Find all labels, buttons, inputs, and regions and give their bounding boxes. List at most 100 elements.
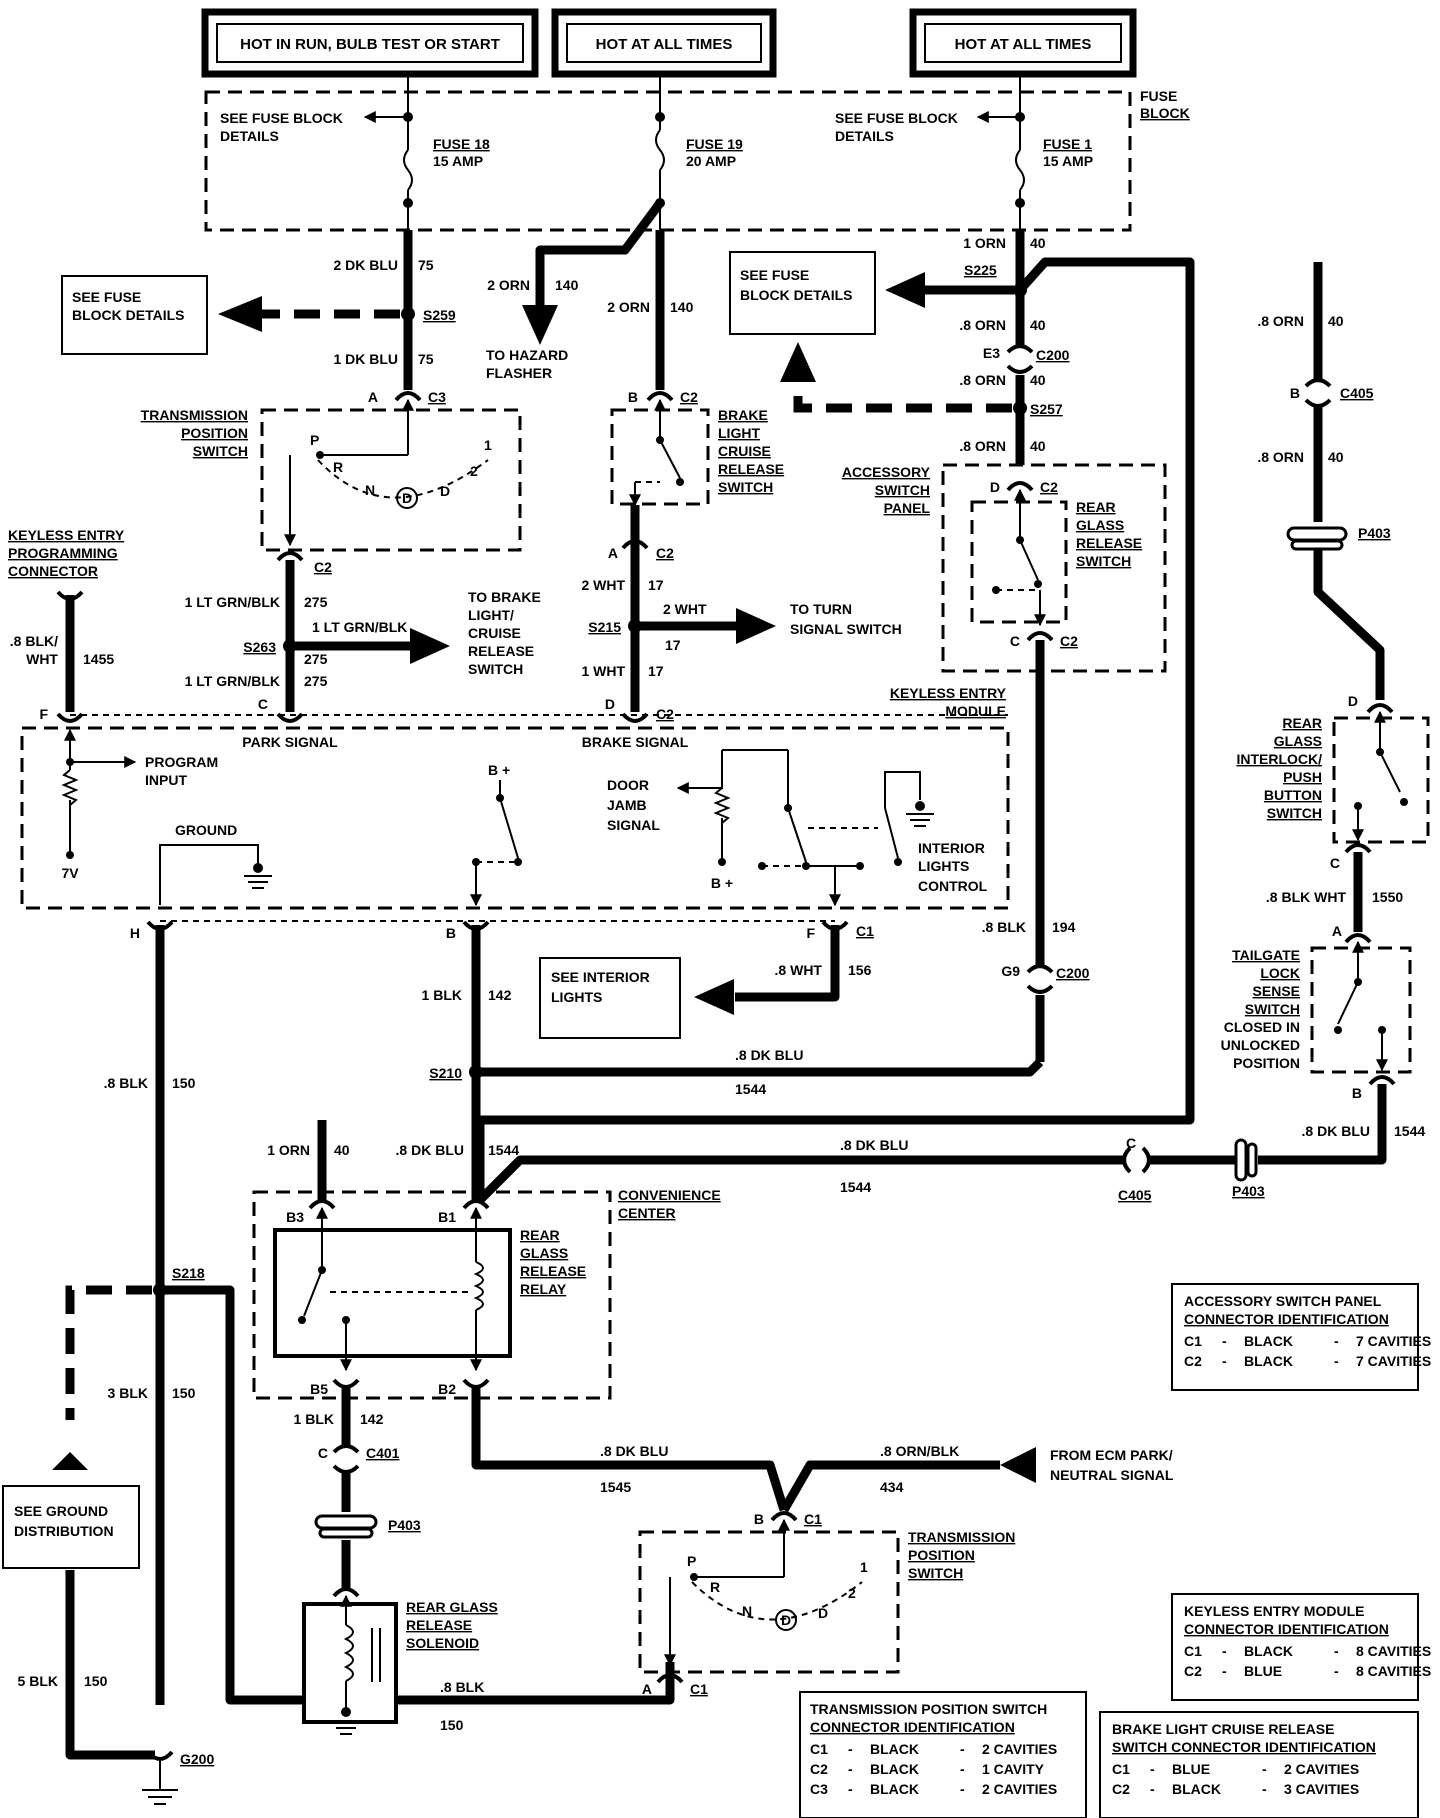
legend-cell: BLACK bbox=[870, 1761, 919, 1777]
svg-text:C2: C2 bbox=[656, 545, 674, 561]
legend-cell: 2 CAVITIES bbox=[982, 1741, 1057, 1757]
svg-text:1 LT GRN/BLK: 1 LT GRN/BLK bbox=[312, 619, 407, 635]
svg-text:1 WHT: 1 WHT bbox=[581, 663, 625, 679]
svg-text:7V: 7V bbox=[61, 865, 79, 881]
legend-cell: BLACK bbox=[1244, 1333, 1293, 1349]
svg-text:DISTRIBUTION: DISTRIBUTION bbox=[14, 1523, 114, 1539]
header-hot-all-times-1: HOT AT ALL TIMES bbox=[551, 8, 777, 78]
circuit-1544-right: .8 DK BLU 1544 P403 C C405 .8 DK BLU 154… bbox=[476, 1084, 1425, 1204]
svg-text:A: A bbox=[608, 545, 618, 561]
svg-text:FROM ECM PARK/: FROM ECM PARK/ bbox=[1050, 1447, 1173, 1463]
svg-text:1544: 1544 bbox=[1394, 1123, 1425, 1139]
arrow-down-icon bbox=[522, 305, 558, 345]
svg-text:CRUISE: CRUISE bbox=[468, 625, 521, 641]
svg-text:C2: C2 bbox=[1040, 479, 1058, 495]
svg-text:SIGNAL: SIGNAL bbox=[607, 817, 660, 833]
svg-text:150: 150 bbox=[84, 1673, 108, 1689]
svg-text:40: 40 bbox=[334, 1142, 350, 1158]
svg-text:TO HAZARD: TO HAZARD bbox=[486, 347, 568, 363]
svg-text:F: F bbox=[806, 925, 815, 941]
see-fuse-block-details-mid: SEE FUSE BLOCK DETAILS bbox=[729, 251, 876, 335]
svg-text:B: B bbox=[1352, 1085, 1362, 1101]
svg-text:142: 142 bbox=[360, 1411, 384, 1427]
svg-text:P403: P403 bbox=[1232, 1183, 1265, 1199]
svg-text:C1: C1 bbox=[804, 1511, 822, 1527]
legend-transmission-position-switch: TRANSMISSION POSITION SWITCH CONNECTOR I… bbox=[799, 1691, 1087, 1818]
svg-text:TAILGATE: TAILGATE bbox=[1232, 947, 1300, 963]
legend-cell: 7 CAVITIES bbox=[1356, 1333, 1431, 1349]
svg-text:FLASHER: FLASHER bbox=[486, 365, 552, 381]
svg-text:15 AMP: 15 AMP bbox=[1043, 153, 1093, 169]
svg-text:HOT AT ALL TIMES: HOT AT ALL TIMES bbox=[955, 36, 1092, 53]
svg-text:SIGNAL SWITCH: SIGNAL SWITCH bbox=[790, 621, 902, 637]
svg-text:.8 BLK WHT: .8 BLK WHT bbox=[1266, 889, 1347, 905]
legend-cell: - bbox=[1150, 1781, 1155, 1797]
svg-text:N: N bbox=[742, 1603, 752, 1619]
header-hot-all-times-2: HOT AT ALL TIMES bbox=[909, 8, 1137, 78]
svg-text:D: D bbox=[781, 1612, 791, 1628]
legend-cell: - bbox=[848, 1741, 853, 1757]
svg-text:INTERIOR: INTERIOR bbox=[918, 840, 985, 856]
svg-text:PROGRAMMING: PROGRAMMING bbox=[8, 545, 118, 561]
svg-text:LIGHTS: LIGHTS bbox=[551, 989, 602, 1005]
accessory-switch-panel: ACCESSORY SWITCH PANEL D C2 REAR GLASS R… bbox=[842, 463, 1167, 673]
splice-s259 bbox=[401, 307, 415, 321]
svg-text:B: B bbox=[754, 1511, 764, 1527]
svg-text:P: P bbox=[310, 432, 319, 448]
svg-text:FUSE 19: FUSE 19 bbox=[686, 136, 743, 152]
transmission-position-switch-top: A C3 TRANSMISSION POSITION SWITCH P R N … bbox=[141, 389, 522, 575]
legend-cell: 8 CAVITIES bbox=[1356, 1643, 1431, 1659]
legend-cell: 2 CAVITIES bbox=[982, 1781, 1057, 1797]
svg-text:1 BLK: 1 BLK bbox=[422, 987, 462, 1003]
arrow-right-icon bbox=[736, 608, 776, 644]
svg-text:LIGHTS: LIGHTS bbox=[918, 858, 969, 874]
svg-text:140: 140 bbox=[555, 277, 579, 293]
svg-text:1545: 1545 bbox=[600, 1479, 631, 1495]
svg-text:40: 40 bbox=[1030, 317, 1046, 333]
svg-text:C1: C1 bbox=[690, 1681, 708, 1697]
legend-cell: - bbox=[960, 1761, 965, 1777]
svg-text:A: A bbox=[1332, 923, 1342, 939]
svg-text:2 WHT: 2 WHT bbox=[581, 577, 625, 593]
svg-text:17: 17 bbox=[648, 663, 664, 679]
legend-cell: 8 CAVITIES bbox=[1356, 1663, 1431, 1679]
legend-cell: - bbox=[848, 1781, 853, 1797]
legend-cell: 3 CAVITIES bbox=[1284, 1781, 1359, 1797]
svg-text:40: 40 bbox=[1030, 438, 1046, 454]
svg-text:.8 DK BLU: .8 DK BLU bbox=[735, 1047, 803, 1063]
svg-text:R: R bbox=[710, 1579, 720, 1595]
svg-text:B: B bbox=[446, 925, 456, 941]
legend-cell: - bbox=[1262, 1781, 1267, 1797]
svg-text:S215: S215 bbox=[588, 619, 621, 635]
svg-text:PUSH: PUSH bbox=[1283, 769, 1322, 785]
svg-text:1: 1 bbox=[860, 1559, 868, 1575]
svg-text:NEUTRAL SIGNAL: NEUTRAL SIGNAL bbox=[1050, 1467, 1174, 1483]
svg-text:SEE FUSE BLOCK: SEE FUSE BLOCK bbox=[835, 110, 958, 126]
legend-keyless-entry-module: KEYLESS ENTRY MODULE CONNECTOR IDENTIFIC… bbox=[1171, 1593, 1431, 1701]
circuit-140: 2 ORN 140 2 ORN 140 TO HAZARD FLASHER bbox=[486, 200, 694, 390]
svg-text:142: 142 bbox=[488, 987, 512, 1003]
svg-text:DETAILS: DETAILS bbox=[835, 128, 894, 144]
svg-text:C405: C405 bbox=[1118, 1187, 1152, 1203]
svg-text:2 ORN: 2 ORN bbox=[607, 299, 650, 315]
rear-glass-interlock-switch: REAR GLASS INTERLOCK/ PUSH BUTTON SWITCH… bbox=[1236, 710, 1430, 871]
svg-text:E3: E3 bbox=[983, 345, 1000, 361]
svg-text:CONNECTOR IDENTIFICATION: CONNECTOR IDENTIFICATION bbox=[810, 1719, 1015, 1735]
svg-text:S210: S210 bbox=[429, 1065, 462, 1081]
svg-text:REAR GLASS: REAR GLASS bbox=[406, 1599, 498, 1615]
svg-text:SEE FUSE: SEE FUSE bbox=[740, 267, 809, 283]
legend-cell: - bbox=[960, 1781, 965, 1797]
legend-cell: 2 CAVITIES bbox=[1284, 1761, 1359, 1777]
svg-text:BUTTON: BUTTON bbox=[1264, 787, 1322, 803]
svg-text:17: 17 bbox=[648, 577, 664, 593]
svg-text:B1: B1 bbox=[438, 1209, 456, 1225]
legend-cell: - bbox=[1262, 1761, 1267, 1777]
svg-text:R: R bbox=[333, 459, 343, 475]
svg-text:156: 156 bbox=[848, 962, 872, 978]
fuse-block: FUSE BLOCK SEE FUSE BLOCK DETAILS SEE FU… bbox=[204, 74, 1190, 232]
svg-text:P403: P403 bbox=[388, 1517, 421, 1533]
svg-text:1 ORN: 1 ORN bbox=[963, 235, 1006, 251]
svg-text:D: D bbox=[1348, 693, 1358, 709]
